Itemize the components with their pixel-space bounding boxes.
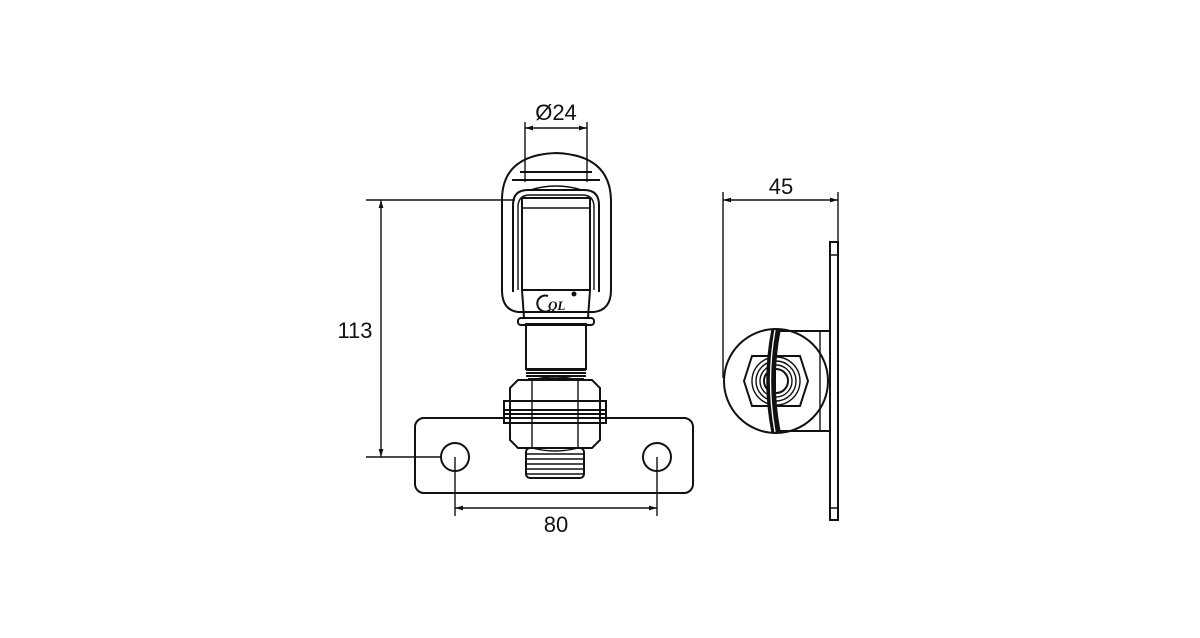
dimension-height-label: 113	[337, 318, 372, 343]
brand-logo: QL	[536, 291, 577, 313]
front-view: QL	[414, 151, 694, 494]
lens	[521, 197, 591, 291]
dimension-depth-label: 45	[769, 174, 793, 199]
side-view	[723, 241, 839, 521]
mounting-plate	[414, 417, 694, 494]
dimension-diameter-label: Ø24	[535, 100, 577, 125]
logo-band	[520, 289, 592, 319]
side-lamp-body	[723, 328, 829, 434]
protective-cage-inner	[512, 189, 600, 292]
bottom-thread	[525, 447, 585, 479]
dimension-hole-spacing-label: 80	[544, 512, 568, 537]
side-plate	[829, 241, 839, 521]
dimension-diameter: Ø24	[524, 100, 588, 182]
stem	[525, 323, 587, 370]
side-hex-nut	[742, 355, 810, 407]
svg-text:QL: QL	[548, 298, 565, 313]
dimension-hole-spacing: 80	[454, 457, 658, 537]
washers	[503, 400, 607, 424]
dimension-depth: 45	[722, 174, 839, 378]
protective-cage-outer	[501, 151, 612, 313]
dimension-height: 113	[337, 199, 515, 458]
side-washer	[766, 329, 781, 433]
